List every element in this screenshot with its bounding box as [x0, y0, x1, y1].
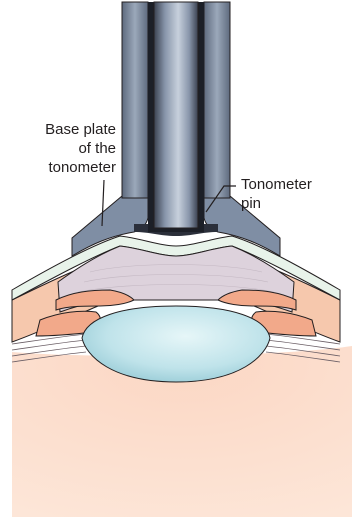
tonometer-pin-label: Tonometer pin [241, 175, 312, 213]
tonometer-pin [154, 2, 198, 228]
tonometer-tube-left [122, 2, 148, 198]
tonometer-pin-label-line-2: pin [241, 194, 312, 213]
base-plate-label-line-2: of the [16, 139, 116, 158]
base-plate-label-line-3: tonometer [16, 158, 116, 177]
tonometer-tube-right [204, 2, 230, 198]
tonometer-pin-label-line-1: Tonometer [241, 175, 312, 194]
base-plate-label: Base plate of the tonometer [16, 120, 116, 177]
base-plate-label-line-1: Base plate [16, 120, 116, 139]
